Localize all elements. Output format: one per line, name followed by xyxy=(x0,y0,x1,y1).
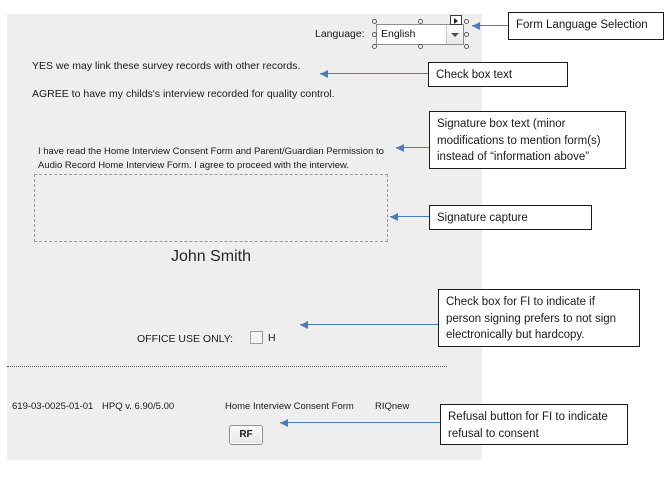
resize-handle-middle-right[interactable] xyxy=(464,32,469,37)
office-use-label: OFFICE USE ONLY: xyxy=(137,333,234,345)
chevron-down-icon[interactable] xyxy=(446,25,463,44)
office-use-code: H xyxy=(268,332,276,344)
arrow-to-signature-capture xyxy=(390,212,429,221)
resize-handle-top-right[interactable] xyxy=(464,19,469,24)
callout-signature-box-text: Signature box text (minor modifications … xyxy=(429,111,626,169)
smart-tag-icon[interactable] xyxy=(450,15,462,25)
resize-handle-bottom-right[interactable] xyxy=(464,44,469,49)
signer-name: John Smith xyxy=(170,248,252,265)
language-select-selection-frame: English xyxy=(372,15,469,49)
resize-handle-bottom-left[interactable] xyxy=(372,44,377,49)
resize-handle-bottom-center[interactable] xyxy=(418,44,423,49)
callout-refusal-button: Refusal button for FI to indicate refusa… xyxy=(440,404,628,445)
callout-office-checkbox: Check box for FI to indicate if person s… xyxy=(438,289,640,347)
refusal-button[interactable]: RF xyxy=(229,425,263,445)
signature-capture-area[interactable] xyxy=(34,174,388,242)
callout-language-selection: Form Language Selection xyxy=(508,12,664,40)
footer-application-name: RIQnew xyxy=(375,401,410,412)
footer-divider xyxy=(7,366,447,367)
resize-handle-top-left[interactable] xyxy=(372,19,377,24)
footer-form-title: Home Interview Consent Form xyxy=(225,401,354,412)
signature-box-statement: I have read the Home Interview Consent F… xyxy=(38,146,384,171)
arrow-to-checkbox-text xyxy=(320,69,428,78)
office-use-checkbox[interactable] xyxy=(250,331,263,344)
language-label: Language: xyxy=(315,28,365,40)
arrow-to-refusal-button xyxy=(280,418,440,427)
consent-text-audio-record: AGREE to have my childs's interview reco… xyxy=(32,88,335,100)
resize-handle-top-center[interactable] xyxy=(418,19,423,24)
arrow-to-office-checkbox xyxy=(300,320,438,329)
arrow-to-language-select xyxy=(472,21,508,30)
footer-form-number: 619-03-0025-01-01 xyxy=(12,401,94,412)
consent-text-link-records: YES we may link these survey records wit… xyxy=(32,60,301,72)
resize-handle-middle-left[interactable] xyxy=(372,32,377,37)
callout-checkbox-text: Check box text xyxy=(428,62,568,87)
consent-form-panel: Language: English YES we may link these … xyxy=(7,14,482,460)
footer-version: HPQ v. 6.90/5.00 xyxy=(102,401,175,412)
arrow-to-signature-text xyxy=(396,143,429,152)
callout-signature-capture: Signature capture xyxy=(429,205,592,230)
